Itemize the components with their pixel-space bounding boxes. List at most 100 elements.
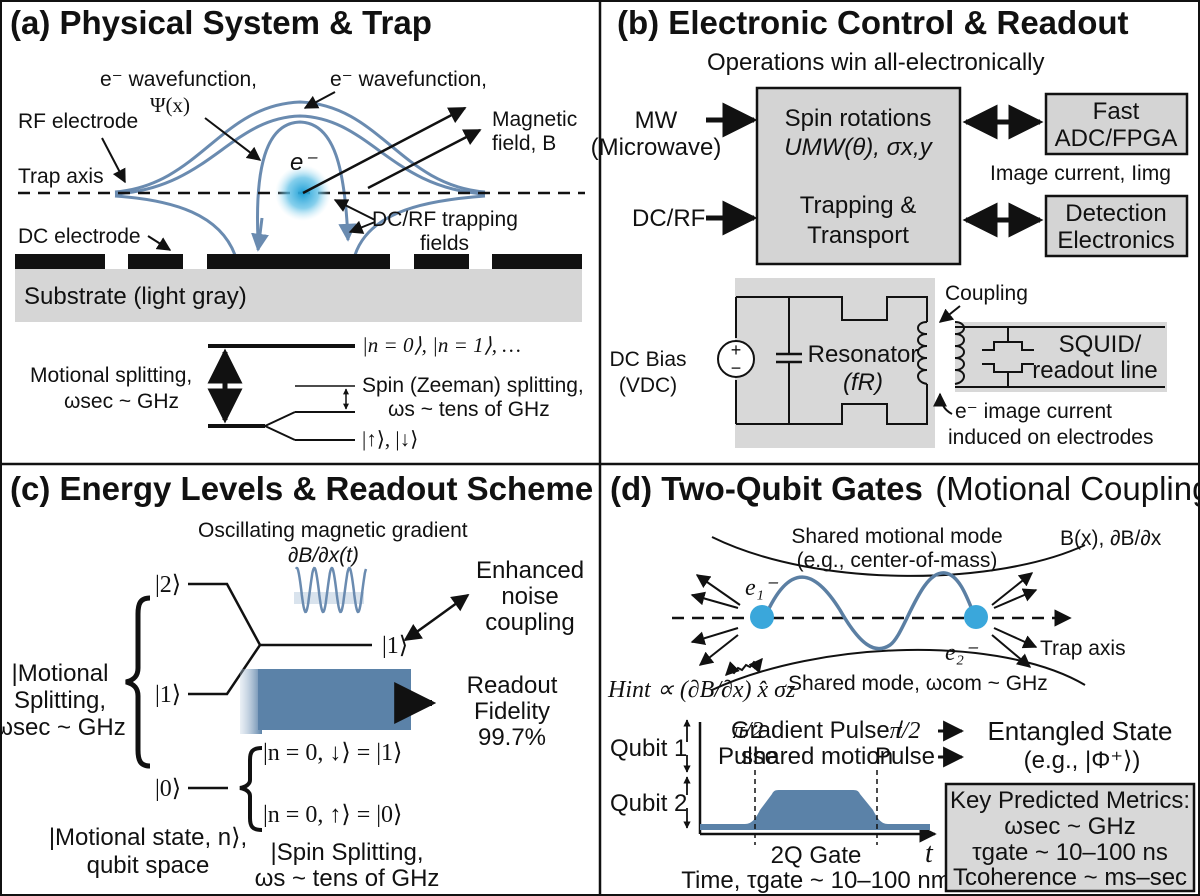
metrics-title: Key Predicted Metrics: — [950, 787, 1190, 814]
levels-bottom-label: |↑⟩, |↓⟩ — [362, 427, 418, 451]
detection-box — [1044, 194, 1189, 258]
image-current-label: Image current, Iimg — [990, 162, 1171, 185]
mw-label: MW — [635, 107, 678, 134]
dcrf-label-2: fields — [420, 232, 469, 255]
panel-b-subtitle: Operations win all-electronically — [707, 49, 1044, 76]
resonator-circuit-bg — [735, 278, 935, 448]
panel-d: (d) Two-Qubit Gates (Motional Coupling) … — [607, 470, 1200, 894]
panel-a: (a) Physical System & Trap e⁻ e⁻ wavefun… — [10, 4, 585, 451]
dcrf-label-1: DC/RF trapping — [372, 208, 518, 231]
squid-bg — [955, 322, 1167, 392]
motional-state-label-1: |Motional state, n⟩, — [49, 824, 247, 851]
inductor-right-icon — [954, 321, 965, 385]
dc-bias-label-1: DC Bias — [609, 348, 686, 371]
detection-label-2: Electronics — [1057, 227, 1174, 254]
osc-gradient-label: Oscillating magnetic gradient — [198, 519, 468, 542]
electrode — [15, 254, 105, 269]
magnetic-label-1: Magnetic — [492, 108, 577, 131]
trapping-label-1: Trapping & — [800, 192, 917, 219]
magnetic-label-2: field, B — [492, 132, 556, 155]
force-arrow — [993, 627, 1038, 649]
squid-label-2: readout line — [1032, 357, 1157, 384]
circuit-bottom-wire — [736, 384, 928, 425]
readout-label-1: Readout — [467, 672, 558, 699]
hamiltonian-label: Hint ∝ (∂B/∂x) x̂ σz — [607, 677, 796, 703]
electron-2-dot — [964, 605, 988, 629]
gradient-pulse-sublabel: shared motion — [741, 743, 893, 770]
level-1-label: |1⟩ — [155, 682, 181, 708]
pi2-b-pulse: Pulse — [875, 743, 935, 770]
shared-mode-label-1: Shared motional mode — [791, 525, 1002, 548]
readout-fidelity-value: 99.7% — [478, 724, 546, 751]
detection-label-1: Detection — [1065, 200, 1166, 227]
wave-shade — [294, 592, 364, 604]
circuit-top-wire — [736, 296, 928, 322]
control-block — [755, 86, 962, 266]
mw-sublabel: (Microwave) — [591, 134, 722, 161]
resonator-label-1: Resonator — [808, 341, 919, 368]
force-arrow — [695, 574, 741, 606]
wavefunction-label-1: e⁻ wavefunction, — [100, 68, 257, 91]
qubit-1-label: Qubit 1 — [610, 735, 687, 762]
motional-c-label-1: |Motional — [12, 660, 109, 687]
level-1-right-label: |1⟩ — [382, 633, 408, 659]
coupling-label: Coupling — [945, 282, 1028, 305]
spin-label-1: Spin (Zeeman) splitting, — [362, 374, 584, 397]
electrode — [128, 254, 183, 269]
b-field-arrow-1 — [302, 106, 467, 195]
wavefunction-core — [256, 120, 357, 242]
motional-c-label-3: ωsec ~ GHz — [0, 714, 126, 741]
minus-sign: − — [731, 358, 742, 378]
pi2-b-label: π/2 — [890, 718, 921, 744]
gate-label-1: 2Q Gate — [771, 842, 862, 869]
enhanced-label-2: noise — [501, 583, 558, 610]
shared-mode-com-label: Shared mode, ωcom ~ GHz — [788, 672, 1048, 695]
interaction-squiggle — [725, 657, 763, 676]
level-2-label: |2⟩ — [155, 572, 181, 598]
readout-label-2: Fidelity — [474, 698, 550, 725]
mode-envelope-top — [711, 536, 1086, 577]
trap-axis-d-label: Trap axis — [1040, 637, 1126, 660]
substrate — [15, 269, 582, 322]
wavefunction-inner — [114, 114, 486, 196]
resonator-label-2: (fR) — [843, 369, 883, 396]
motional-label-2: ωsec ~ GHz — [64, 390, 179, 413]
spin-rotations-label: Spin rotations — [785, 105, 932, 132]
panel-c: (c) Energy Levels & Readout Scheme Oscil… — [0, 470, 593, 892]
b-field-arrow-2 — [367, 128, 482, 190]
force-arrow — [698, 634, 739, 666]
time-axis-label: t — [925, 838, 934, 869]
plus-sign: + — [731, 340, 742, 360]
metrics-box — [944, 782, 1196, 893]
metric-coherence: Tcoherence ~ ms–sec — [953, 864, 1187, 891]
rf-electrode-pointer — [101, 137, 126, 184]
motional-label-1: Motional splitting, — [30, 364, 192, 387]
dcrf-input-label: DC/RF — [632, 205, 705, 232]
trapping-field-left — [114, 194, 237, 256]
dcrf-pointer-2 — [348, 220, 376, 234]
pi2-a-label: π/2 — [733, 718, 764, 744]
trap-axis-label: Trap axis — [18, 165, 104, 188]
trapping-label-2: Transport — [807, 222, 909, 249]
panel-d-title-normal: (Motional Coupling) — [935, 470, 1200, 507]
gradient-pulse-label: Gradient Pulse / — [731, 717, 903, 744]
enhanced-label-3: coupling — [485, 609, 574, 636]
motional-c-label-2: Splitting, — [14, 687, 106, 714]
dc-source-icon — [717, 340, 755, 378]
enhanced-label-1: Enhanced — [476, 557, 584, 584]
level-2-line — [188, 582, 262, 646]
image-induced-label-2: induced on electrodes — [948, 426, 1153, 449]
shared-motion-wave — [763, 571, 977, 651]
dc-electrode-pointer — [147, 235, 172, 251]
metric-tau: τgate ~ 10–100 ns — [972, 839, 1168, 866]
entangled-label-2: (e.g., |Φ⁺⟩) — [1024, 747, 1141, 774]
entangled-label-1: Entangled State — [987, 716, 1172, 746]
panel-a-title: (a) Physical System & Trap — [10, 4, 432, 41]
b-field-d-label: B(x), ∂B/∂x — [1060, 527, 1162, 550]
adc-fpga-box — [1044, 92, 1189, 156]
wavefunction-outer — [114, 100, 486, 194]
metric-omega: ωsec ~ GHz — [1004, 813, 1135, 840]
electron-2-label: e₂⁻ — [945, 640, 979, 666]
